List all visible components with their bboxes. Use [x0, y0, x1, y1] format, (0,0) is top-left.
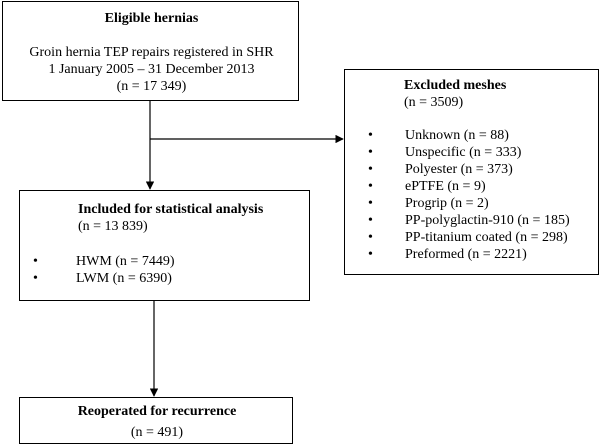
- eligible-line-1: Groin hernia TEP repairs registered in S…: [29, 45, 274, 60]
- excluded-item: Polyester (n = 373): [405, 162, 513, 177]
- excluded-item: Preformed (n = 2221): [405, 247, 527, 262]
- bullet-icon: •: [33, 254, 38, 269]
- bullet-icon: •: [368, 128, 373, 143]
- included-item: LWM (n = 6390): [76, 271, 172, 286]
- included-title: Included for statistical analysis: [78, 202, 264, 217]
- bullet-icon: •: [368, 179, 373, 194]
- eligible-hernias-box: Eligible hernias Groin hernia TEP repair…: [2, 1, 299, 101]
- excluded-meshes-box: Excluded meshes (n = 3509) • Unknown (n …: [344, 69, 599, 275]
- reoperated-box: Reoperated for recurrence (n = 491): [19, 397, 293, 444]
- eligible-count: (n = 17 349): [116, 79, 187, 94]
- excluded-item: PP-titanium coated (n = 298): [405, 230, 568, 245]
- excluded-item: ePTFE (n = 9): [405, 179, 486, 194]
- bullet-icon: •: [368, 230, 373, 245]
- reoperated-title: Reoperated for recurrence: [77, 404, 237, 419]
- excluded-item: Unspecific (n = 333): [405, 145, 522, 160]
- included-analysis-box: Included for statistical analysis (n = 1…: [19, 190, 310, 301]
- eligible-title: Eligible hernias: [104, 11, 199, 26]
- bullet-icon: •: [368, 196, 373, 211]
- eligible-line-2: 1 January 2005 – 31 December 2013: [48, 62, 255, 77]
- bullet-icon: •: [368, 145, 373, 160]
- bullet-icon: •: [368, 247, 373, 262]
- bullet-icon: •: [368, 213, 373, 228]
- excluded-item: Progrip (n = 2): [405, 196, 489, 211]
- bullet-icon: •: [33, 271, 38, 286]
- included-count: (n = 13 839): [78, 219, 148, 234]
- reoperated-count: (n = 491): [130, 425, 184, 440]
- included-item: HWM (n = 7449): [76, 254, 175, 269]
- bullet-icon: •: [368, 162, 373, 177]
- excluded-item: PP-polyglactin-910 (n = 185): [405, 213, 570, 228]
- excluded-title: Excluded meshes: [404, 78, 507, 93]
- excluded-count: (n = 3509): [404, 95, 464, 110]
- excluded-item: Unknown (n = 88): [405, 128, 509, 143]
